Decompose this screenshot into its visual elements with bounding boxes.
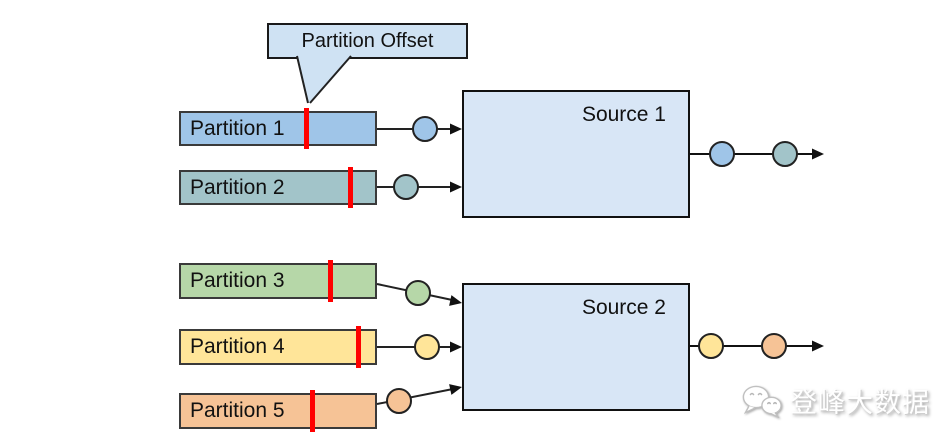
offset-marker <box>304 108 309 149</box>
callout-tail-edge <box>296 55 309 104</box>
source-2-box: Source 2 <box>462 283 690 411</box>
partition-1-label: Partition 1 <box>190 116 285 140</box>
wechat-icon <box>742 385 782 418</box>
partition-offset-callout: Partition Offset <box>267 23 468 59</box>
offset-marker <box>356 326 361 368</box>
partition-1-bar: Partition 1 <box>179 108 377 149</box>
event-dot <box>772 141 798 167</box>
event-dot <box>412 116 438 142</box>
arrow-head-icon <box>450 123 462 135</box>
partition-offset-callout-label: Partition Offset <box>301 29 434 52</box>
event-dot <box>761 333 787 359</box>
offset-marker <box>310 390 315 432</box>
event-dot <box>393 174 419 200</box>
callout-tail <box>297 56 351 103</box>
arrow-head-icon <box>450 181 462 193</box>
partition-4-bar: Partition 4 <box>179 326 377 368</box>
partition-4-label: Partition 4 <box>190 335 285 358</box>
connector-line <box>376 387 459 405</box>
partition-3-label: Partition 3 <box>190 269 285 292</box>
partition-5-label: Partition 5 <box>190 399 285 422</box>
partition-3-bar: Partition 3 <box>179 260 377 302</box>
event-dot <box>709 141 735 167</box>
offset-marker <box>328 260 333 302</box>
arrow-head-icon <box>812 148 824 160</box>
watermark-text: 登峰大数据 <box>790 388 930 418</box>
source-1-box: Source 1 <box>462 90 690 218</box>
callout-tail-edge <box>309 55 352 104</box>
watermark: 登峰大数据 <box>741 381 930 420</box>
source-2-label: Source 2 <box>581 296 666 319</box>
offset-marker <box>348 167 353 208</box>
event-dot <box>405 280 431 306</box>
arrow-head-icon <box>812 340 824 352</box>
event-dot <box>386 388 412 414</box>
arrow-head-icon <box>450 341 462 353</box>
connector-line <box>376 283 458 302</box>
source-1-label: Source 1 <box>581 103 666 126</box>
partition-2-bar: Partition 2 <box>179 167 377 208</box>
event-dot <box>698 333 724 359</box>
event-dot <box>414 334 440 360</box>
partition-5-bar: Partition 5 <box>179 390 377 432</box>
partition-2-label: Partition 2 <box>190 175 285 199</box>
